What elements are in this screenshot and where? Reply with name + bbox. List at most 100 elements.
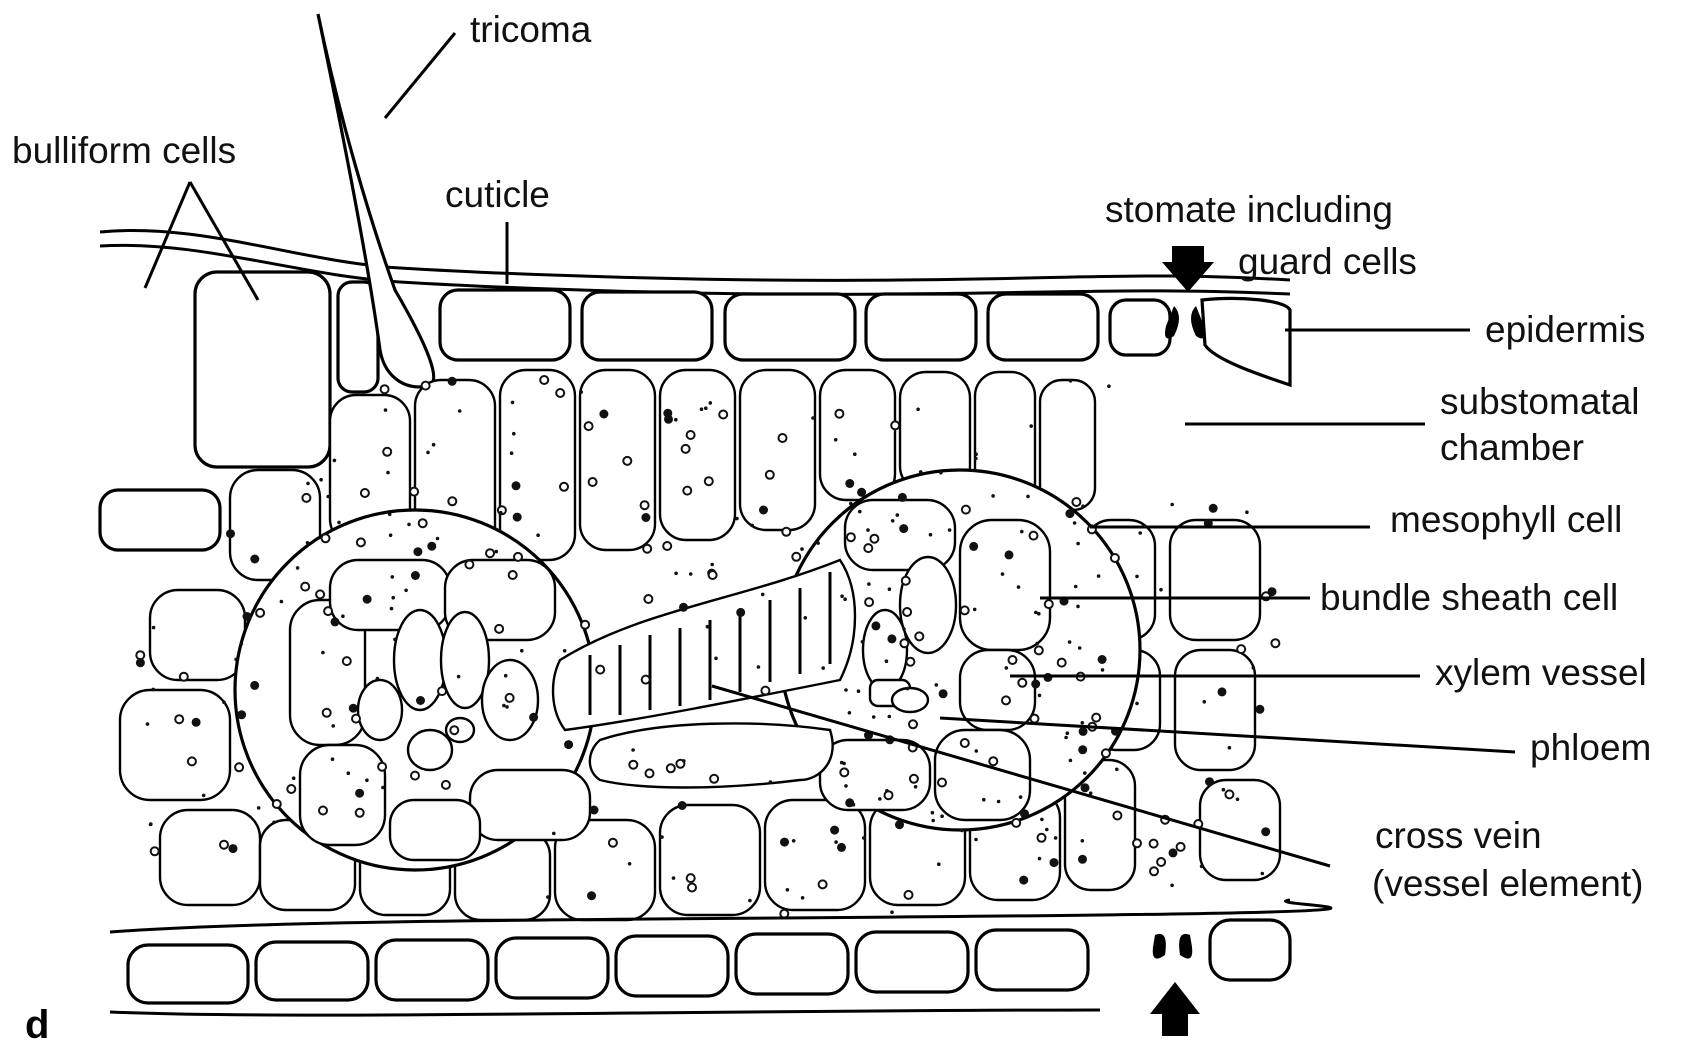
chloroplast [391,596,395,600]
chloroplast [961,606,969,614]
chloroplast [969,542,978,551]
chloroplast [792,839,796,843]
label-stomate-line2: guard cells [1238,241,1417,282]
chloroplast [678,801,687,810]
chloroplast [175,715,183,723]
chloroplast [898,493,907,502]
chloroplast [769,780,773,784]
chloroplast [393,638,397,642]
chloroplast [556,389,564,397]
chloroplast [867,582,871,586]
chloroplast [792,553,800,561]
chloroplast [1017,585,1021,589]
chloroplast [761,593,765,597]
chloroplast [816,541,820,545]
chloroplast [235,763,243,771]
chloroplast [296,566,300,570]
chloroplast [853,452,857,456]
chloroplast [152,626,156,630]
chloroplast [341,614,345,618]
chloroplast [641,513,650,522]
chloroplast [361,489,369,497]
chloroplast [411,772,419,780]
chloroplast [1079,727,1088,736]
label-xylem-vessel: xylem vessel [1435,652,1647,693]
label-cuticle: cuticle [445,174,550,215]
chloroplast [589,478,597,486]
chloroplast [687,431,695,439]
chloroplast [906,687,910,691]
chloroplast [365,778,369,782]
chloroplast [378,763,386,771]
chloroplast [974,457,978,461]
chloroplast [906,658,914,666]
chloroplast [896,513,900,517]
chloroplast [448,497,456,505]
chloroplast [931,811,935,815]
chloroplast [514,553,522,561]
chloroplast [1078,646,1082,650]
chloroplast [1001,572,1005,576]
chloroplast [1005,550,1014,559]
chloroplast [390,607,394,611]
chloroplast [333,459,337,463]
chloroplast [306,541,310,545]
chloroplast [229,844,238,853]
chloroplast [426,451,430,455]
chloroplast [1083,771,1087,775]
chloroplast [1177,843,1185,851]
chloroplast [1020,809,1029,818]
chloroplast [837,843,846,852]
chloroplast [391,575,395,579]
chloroplast [1045,828,1049,832]
chloroplast [1200,865,1204,869]
chloroplast [974,838,978,842]
chloroplast [865,598,873,606]
chloroplast [1045,600,1053,608]
chloroplast [1050,858,1059,867]
chloroplast [736,608,745,617]
chloroplast [766,471,774,479]
chloroplast [536,533,540,537]
chloroplast [891,421,899,429]
chloroplast [180,673,188,681]
chloroplast [1236,798,1240,802]
chloroplast [800,547,804,551]
chloroplast [388,513,392,517]
chloroplast [1150,867,1158,875]
chloroplast [1009,656,1017,664]
chloroplast [759,506,768,515]
chloroplast [376,677,380,681]
panel-letter: d [25,1003,49,1046]
chloroplast [786,888,790,892]
chloroplast [222,701,226,705]
chloroplast [136,658,145,667]
chloroplast [1031,680,1040,689]
chloroplast [885,659,889,663]
chloroplast [250,681,259,690]
chloroplast [1205,777,1214,786]
chloroplast [991,494,995,498]
chloroplast [1222,788,1226,792]
chloroplast [646,769,654,777]
chloroplast [495,550,499,554]
chloroplast [631,748,635,752]
chloroplast [411,571,420,580]
chloroplast [1237,645,1245,653]
chloroplast [929,533,933,537]
chloroplast [870,535,878,543]
label-substomatal-line2: chamber [1440,427,1584,468]
chloroplast [872,715,876,719]
chloroplast [939,689,948,698]
chloroplast [757,665,761,669]
chloroplast [975,749,979,753]
chloroplast [457,675,461,679]
chloroplast [1135,702,1139,706]
chloroplast [442,781,450,789]
chloroplast [710,563,714,567]
chloroplast [830,826,839,835]
chloroplast [564,740,573,749]
chloroplast [902,627,906,631]
chloroplast [674,572,678,576]
label-cross-vein-line2: (vessel element) [1372,863,1643,904]
